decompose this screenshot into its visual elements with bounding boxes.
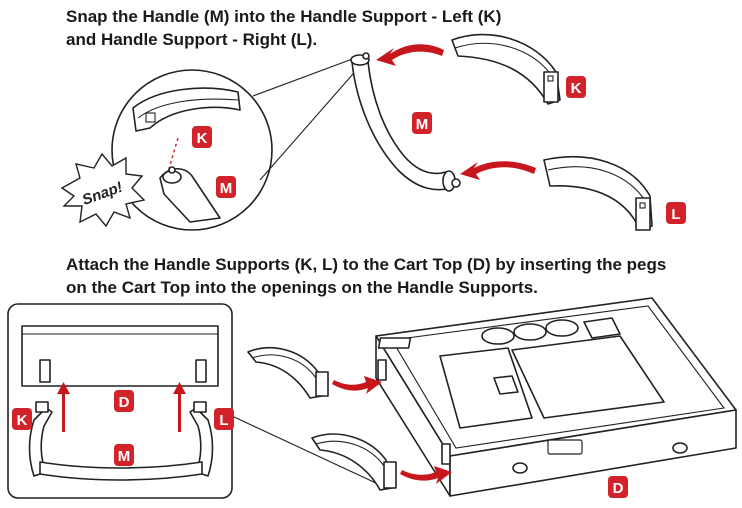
step2-instruction: Attach the Handle Supports (K, L) to the… xyxy=(66,253,726,299)
badge-k-top: K xyxy=(566,76,586,98)
badge-k-inset: K xyxy=(12,408,32,430)
badge-m-zoom-text: M xyxy=(220,180,233,197)
support-k-step2 xyxy=(247,346,329,399)
badge-l-inset: L xyxy=(214,408,234,430)
badge-l-top: L xyxy=(666,202,686,224)
badge-l-inset-text: L xyxy=(219,412,228,429)
arrow-k-to-cart xyxy=(332,376,382,394)
step2-line2: on the Cart Top into the openings on the… xyxy=(66,278,538,297)
cart-top-d xyxy=(375,297,737,497)
step1-line2: and Handle Support - Right (L). xyxy=(66,30,318,49)
badge-k-zoom: K xyxy=(192,126,212,148)
badge-m-top-text: M xyxy=(416,116,429,133)
badge-k-zoom-text: K xyxy=(197,130,208,147)
badge-m-zoom: M xyxy=(216,176,236,198)
arrow-k-to-handle xyxy=(376,44,444,66)
handle-support-l xyxy=(543,156,653,231)
support-l-step2 xyxy=(311,433,397,491)
badge-d-cart-text: D xyxy=(613,480,624,497)
handle-m xyxy=(350,52,461,192)
snap-burst: Snap! xyxy=(60,152,146,228)
arrow-l-to-cart xyxy=(400,466,452,484)
zoom-detail xyxy=(111,57,361,231)
badge-k-top-text: K xyxy=(571,80,582,97)
badge-m-inset: M xyxy=(114,444,134,466)
badge-m-top: M xyxy=(412,112,432,134)
step1-line1: Snap the Handle (M) into the Handle Supp… xyxy=(66,7,502,26)
badge-k-inset-text: K xyxy=(17,412,28,429)
badge-l-top-text: L xyxy=(671,206,680,223)
badge-d-inset-text: D xyxy=(119,394,130,411)
inset-panel xyxy=(7,303,379,499)
arrow-l-to-handle xyxy=(460,161,536,180)
badge-d-inset: D xyxy=(114,390,134,412)
badge-m-inset-text: M xyxy=(118,448,131,465)
step1-instruction: Snap the Handle (M) into the Handle Supp… xyxy=(66,5,586,51)
handle-support-k xyxy=(451,33,561,105)
badge-d-cart: D xyxy=(608,476,628,498)
step2-line1: Attach the Handle Supports (K, L) to the… xyxy=(66,255,667,274)
